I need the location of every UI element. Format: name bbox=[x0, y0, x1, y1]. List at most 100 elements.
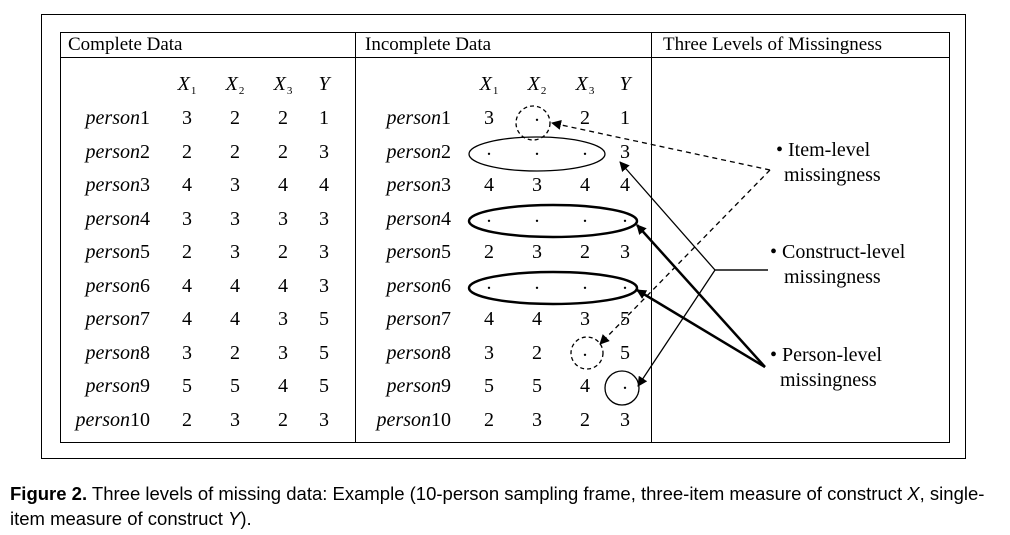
person-missing-ellipse-person6 bbox=[467, 270, 639, 306]
complete-person-label-6: person6 bbox=[85, 274, 150, 297]
figure-caption: Figure 2. Three levels of missing data: … bbox=[10, 481, 1000, 531]
complete-cell: 2 bbox=[278, 140, 288, 163]
complete-cell: 1 bbox=[319, 107, 329, 129]
complete-cell: 2 bbox=[278, 107, 288, 129]
incomplete-cell: . bbox=[582, 271, 588, 294]
complete-cell: 3 bbox=[319, 274, 329, 297]
complete-var-header-1: X1 bbox=[177, 73, 197, 97]
complete-cell: 2 bbox=[182, 408, 192, 431]
incomplete-cell: 3 bbox=[620, 408, 630, 431]
complete-cell: 3 bbox=[230, 174, 240, 196]
incomplete-cell: 3 bbox=[532, 174, 542, 196]
incomplete-cell: . bbox=[486, 137, 492, 160]
complete-var-header-4: Y bbox=[318, 73, 330, 95]
incomplete-cell: 4 bbox=[620, 174, 630, 196]
incomplete-cell: 3 bbox=[532, 408, 542, 431]
legend-construct-level-line2: missingness bbox=[784, 266, 881, 288]
complete-cell: 4 bbox=[182, 174, 192, 196]
incomplete-cell: 4 bbox=[484, 174, 494, 196]
incomplete-cell: 2 bbox=[484, 241, 494, 263]
incomplete-cell: . bbox=[534, 271, 540, 294]
incomplete-var-header-3: X3 bbox=[575, 73, 595, 97]
incomplete-cell: 3 bbox=[484, 341, 494, 364]
header-three-levels: Three Levels of Missingness bbox=[663, 34, 882, 55]
construct-level-arrow-1 bbox=[619, 161, 768, 271]
complete-cell: 3 bbox=[319, 140, 329, 163]
complete-cell: 5 bbox=[230, 375, 240, 397]
complete-cell: 2 bbox=[230, 140, 240, 163]
incomplete-cell: 3 bbox=[620, 140, 630, 163]
item-level-arrow-1 bbox=[551, 120, 771, 171]
complete-person-label-9: person9 bbox=[85, 375, 150, 397]
incomplete-var-header-4: Y bbox=[619, 73, 631, 95]
incomplete-cell: . bbox=[534, 204, 540, 227]
complete-person-label-7: person7 bbox=[85, 308, 150, 330]
caption-x-var: X bbox=[907, 483, 920, 504]
incomplete-cell: 3 bbox=[532, 241, 542, 263]
header-divider bbox=[60, 57, 950, 58]
incomplete-person-label-7: person7 bbox=[386, 308, 451, 330]
legend-person-level-line1: • Person-level bbox=[770, 344, 882, 366]
column-divider-2 bbox=[651, 32, 652, 443]
incomplete-person-label-8: person8 bbox=[386, 341, 451, 364]
legend-construct-level-line1: • Construct-level bbox=[770, 241, 906, 263]
incomplete-cell: 2 bbox=[580, 241, 590, 263]
complete-cell: 3 bbox=[319, 241, 329, 263]
complete-cell: 3 bbox=[278, 341, 288, 364]
incomplete-cell: 4 bbox=[532, 308, 542, 330]
complete-cell: 3 bbox=[230, 207, 240, 230]
incomplete-person-label-2: person2 bbox=[386, 140, 451, 163]
complete-cell: 3 bbox=[182, 207, 192, 230]
complete-cell: 4 bbox=[230, 274, 240, 297]
incomplete-person-label-10: person10 bbox=[376, 408, 451, 431]
item-missing-circle-person8 bbox=[570, 336, 604, 370]
complete-cell: 3 bbox=[278, 207, 288, 230]
complete-cell: 4 bbox=[278, 375, 288, 397]
incomplete-cell: . bbox=[486, 204, 492, 227]
complete-cell: 2 bbox=[278, 241, 288, 263]
complete-var-header-2: X2 bbox=[225, 73, 245, 97]
complete-cell: 2 bbox=[230, 341, 240, 364]
legend-item-level: • Item-level missingness bbox=[776, 138, 881, 188]
complete-cell: 4 bbox=[230, 308, 240, 330]
complete-cell: 4 bbox=[278, 174, 288, 196]
incomplete-person-label-3: person3 bbox=[386, 174, 451, 196]
incomplete-cell: 3 bbox=[580, 308, 590, 330]
caption-text-c: ). bbox=[240, 508, 252, 529]
incomplete-cell: . bbox=[622, 271, 628, 294]
legend-construct-level: • Construct-level missingness bbox=[770, 240, 905, 290]
complete-cell: 4 bbox=[182, 308, 192, 330]
incomplete-cell: . bbox=[534, 137, 540, 160]
data-table bbox=[60, 32, 950, 443]
incomplete-var-header-1: X1 bbox=[479, 73, 499, 97]
complete-cell: 2 bbox=[278, 408, 288, 431]
complete-person-label-10: person10 bbox=[75, 408, 150, 431]
incomplete-person-label-9: person9 bbox=[386, 375, 451, 397]
complete-cell: 2 bbox=[182, 241, 192, 263]
person-level-arrow-2 bbox=[636, 288, 766, 369]
complete-cell: 2 bbox=[230, 107, 240, 129]
column-divider-1 bbox=[355, 32, 356, 443]
complete-cell: 5 bbox=[319, 308, 329, 330]
complete-cell: 4 bbox=[182, 274, 192, 297]
incomplete-person-label-1: person1 bbox=[386, 107, 451, 129]
complete-cell: 5 bbox=[319, 375, 329, 397]
construct-missing-circle-person9 bbox=[604, 370, 640, 406]
complete-person-label-3: person3 bbox=[85, 174, 150, 196]
legend-person-level-line2: missingness bbox=[780, 369, 877, 391]
incomplete-cell: 5 bbox=[620, 341, 630, 364]
complete-cell: 2 bbox=[182, 140, 192, 163]
incomplete-person-label-4: person4 bbox=[386, 207, 451, 230]
construct-level-arrow-2 bbox=[637, 269, 768, 387]
figure-frame bbox=[41, 14, 966, 459]
incomplete-cell: . bbox=[622, 204, 628, 227]
incomplete-cell: . bbox=[534, 104, 540, 126]
header-complete-data: Complete Data bbox=[68, 34, 183, 55]
complete-person-label-8: person8 bbox=[85, 341, 150, 364]
complete-cell: 5 bbox=[319, 341, 329, 364]
incomplete-cell: 1 bbox=[620, 107, 630, 129]
incomplete-var-header-2: X2 bbox=[527, 73, 547, 97]
person-level-arrow-1 bbox=[636, 224, 766, 368]
complete-cell: 3 bbox=[278, 308, 288, 330]
